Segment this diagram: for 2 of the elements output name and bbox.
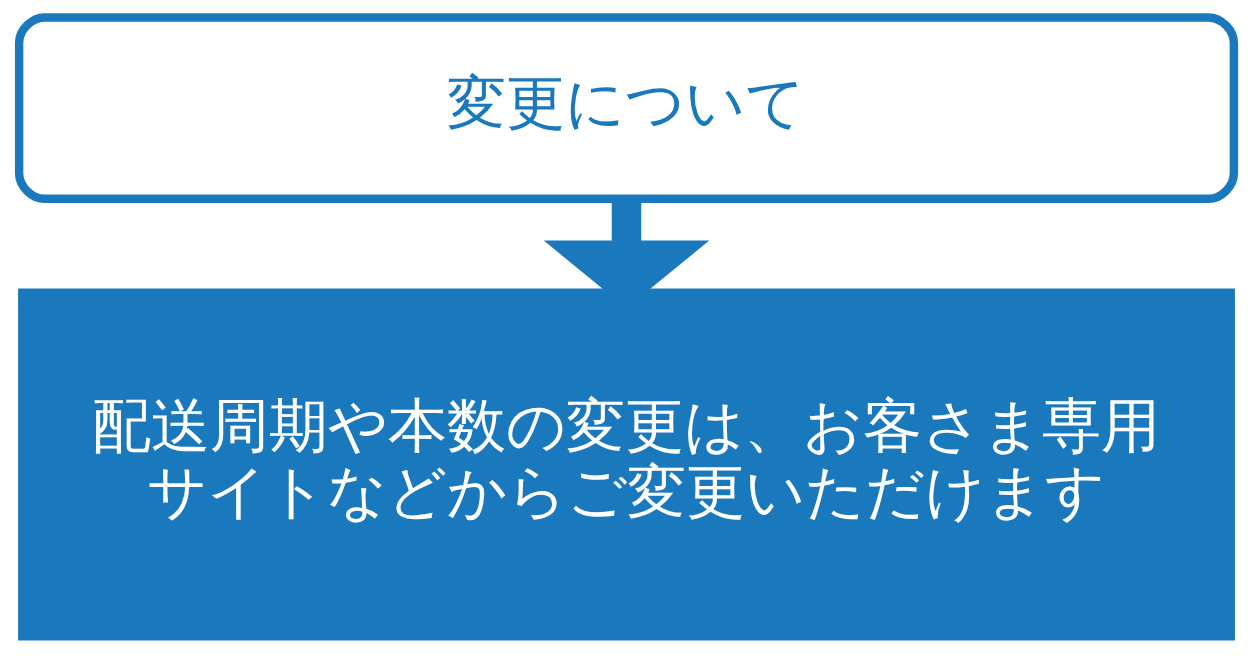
node-box: 変更について [14,12,1239,203]
node-box: 配送周期や本数の変更は、お客さま専用サイトなどからご変更いただけます [18,287,1235,641]
